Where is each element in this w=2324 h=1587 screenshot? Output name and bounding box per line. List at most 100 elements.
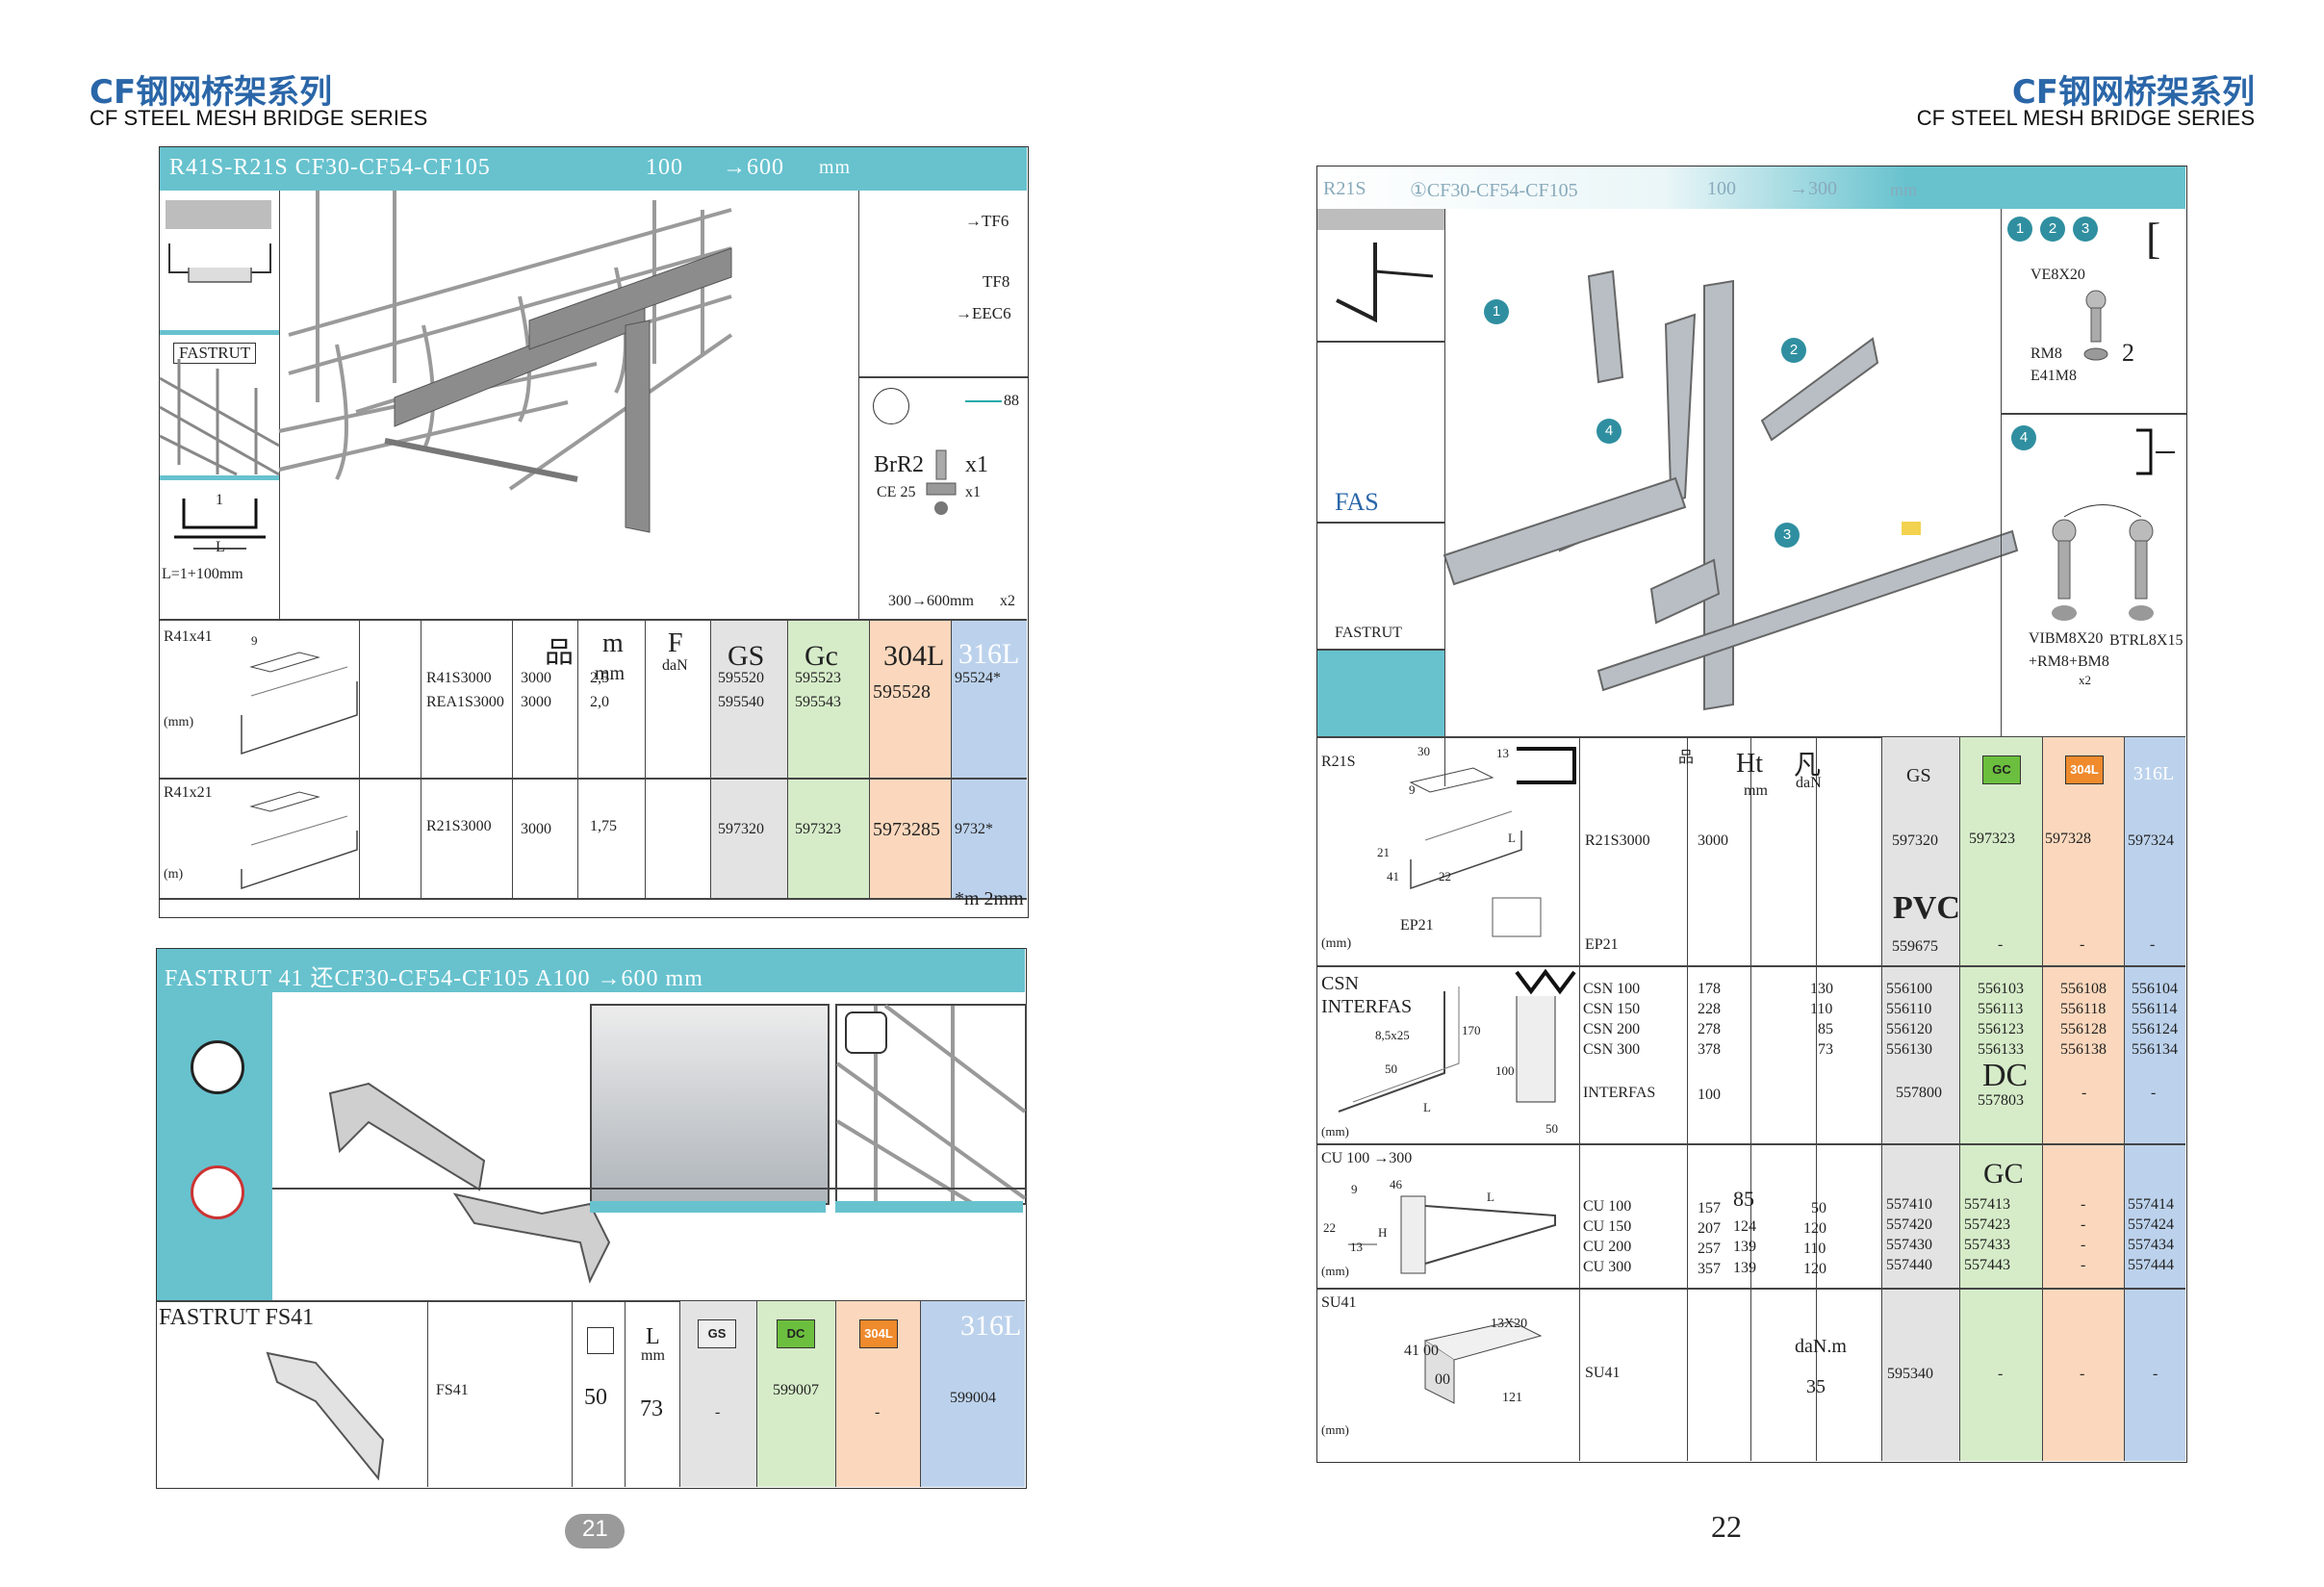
cu-304-val: - xyxy=(2081,1257,2086,1273)
csn-gs-val: 556130 xyxy=(1886,1041,1932,1058)
eec6: →EEC6 xyxy=(956,304,1011,322)
csn-304-val: 556138 xyxy=(2060,1041,2107,1058)
row1-gc1: 595523 xyxy=(795,670,841,686)
p22-title-bar xyxy=(1317,166,2185,209)
fastrut-clip-drawing-b xyxy=(452,1192,611,1284)
callout-col-1: 1 xyxy=(2007,217,2032,242)
tool-icon xyxy=(873,388,909,424)
r21s-d22: 22 xyxy=(1439,869,1451,883)
su-val: 35 xyxy=(1806,1376,1826,1397)
r21s-d21: 21 xyxy=(1377,845,1390,859)
su-d00: 00 xyxy=(1435,1371,1450,1388)
r21s-pvc: PVC xyxy=(1893,890,1960,926)
p22-bar-unit: mm xyxy=(1890,180,1918,199)
csn-316-val: 556124 xyxy=(2132,1021,2178,1037)
csn-304-val: 556108 xyxy=(2060,981,2107,997)
row1-label: R41x41 xyxy=(164,628,213,645)
left-brand-en: CF STEEL MESH BRIDGE SERIES xyxy=(89,106,428,130)
cu-gc-val: 557413 xyxy=(1964,1196,2010,1213)
csn-304-val: 556128 xyxy=(2060,1021,2107,1037)
csn-316-val: 556134 xyxy=(2132,1041,2178,1058)
bolt-set-icon xyxy=(2052,504,2154,621)
hdr-gc: Gc xyxy=(804,640,838,672)
row2-ref: R21S3000 xyxy=(426,818,492,834)
callout-2: 2 xyxy=(1781,338,1806,363)
callout-3: 3 xyxy=(1775,523,1800,548)
r21s-l: L xyxy=(1508,831,1516,845)
csn-gc-val: 557803 xyxy=(1978,1092,2024,1109)
cable-tray-illustration xyxy=(278,191,733,533)
hdr-dan: daN xyxy=(1796,775,1822,791)
hdr-gs: GS xyxy=(1906,765,1931,786)
cu-316-val: 557434 xyxy=(2128,1237,2174,1253)
csn-gc-val: 556103 xyxy=(1978,981,2024,997)
tf8: TF8 xyxy=(983,272,1010,291)
callout-4: 4 xyxy=(1596,419,1622,444)
bracket-glyph: [ xyxy=(2146,214,2161,263)
row1-ref1: R41S3000 xyxy=(426,670,492,686)
worker-icon xyxy=(191,1040,244,1094)
cu-gc-val: 557433 xyxy=(1964,1237,2010,1253)
304l-badge: 304L xyxy=(859,1319,898,1348)
r21s-gc: 597323 xyxy=(1969,831,2015,847)
p21-bar-title: R41S-R21S CF30-CF54-CF105 xyxy=(169,155,491,180)
row1-len1: 3000 xyxy=(521,670,551,686)
hdr-pin: 品 xyxy=(1678,750,1695,766)
r21s-ref: R21S3000 xyxy=(1585,832,1650,849)
su-d121: 121 xyxy=(1502,1391,1522,1405)
ce25-qty: x1 xyxy=(965,484,981,500)
cu-l: L xyxy=(1487,1190,1494,1204)
fs41-mm: mm xyxy=(641,1347,665,1364)
cu-ht: 139 xyxy=(1733,1239,1756,1255)
row2-mm: (m) xyxy=(164,867,184,882)
cu-d13: 13 xyxy=(1350,1240,1363,1254)
su-gc: - xyxy=(1998,1366,2004,1382)
page-21-badge xyxy=(565,1514,625,1549)
fastrut-clip-drawing-a xyxy=(328,1082,486,1191)
range-300-600: 300→600mm xyxy=(888,593,974,609)
right-brand-en: CF STEEL MESH BRIDGE SERIES xyxy=(1916,106,2255,130)
csn-gs-val: 556110 xyxy=(1886,1001,1932,1017)
hdr-mm: mm xyxy=(595,663,626,684)
csn-gs-val: 557800 xyxy=(1896,1085,1942,1101)
p21-fastrut-panel: FASTRUT 41 还CF30-CF54-CF105 A100 →600 mm… xyxy=(156,948,1027,1489)
row2-m: 1,75 xyxy=(590,818,617,834)
p21-bar-unit: mm xyxy=(819,157,852,178)
cu-316-val: 557424 xyxy=(2128,1216,2174,1233)
channel-section-icon xyxy=(174,499,266,550)
su-304: - xyxy=(2080,1366,2085,1382)
fs41-ref: FS41 xyxy=(436,1382,469,1398)
row1-316l: 95524* xyxy=(955,670,1001,686)
cu-ht: 139 xyxy=(1733,1260,1756,1276)
fs41-drawing xyxy=(266,1351,385,1481)
gs-badge: GS xyxy=(698,1319,736,1348)
dc-badge: DC xyxy=(777,1319,815,1348)
mesh-detail-icon xyxy=(159,359,280,476)
p21-top-panel: R41S-R21S CF30-CF54-CF105 100 →600 mm FA… xyxy=(159,146,1029,918)
su-label: SU41 xyxy=(1321,1294,1357,1311)
su-316: - xyxy=(2153,1366,2158,1382)
hdr-316l: 316L xyxy=(2133,763,2175,784)
csn-ht: 85 xyxy=(1818,1021,1833,1037)
row2-label: R41x21 xyxy=(164,784,213,801)
page-21-number: 21 xyxy=(582,1516,608,1542)
row1-m2: 2,0 xyxy=(590,694,609,710)
fastrut-icon-strip xyxy=(157,992,272,1300)
cu-f: 120 xyxy=(1803,1220,1826,1237)
cu-gs-val: 557410 xyxy=(1886,1196,1932,1213)
cu-drawing xyxy=(1348,1195,1556,1274)
cu-304-val: - xyxy=(2081,1216,2086,1233)
r21s-len: 3000 xyxy=(1698,832,1728,849)
fs41-dc: 599007 xyxy=(773,1382,819,1398)
cu-len: 157 xyxy=(1698,1200,1721,1216)
csn-len: 178 xyxy=(1698,981,1721,997)
cu-len: 257 xyxy=(1698,1241,1721,1257)
fs41-qty: 50 xyxy=(584,1385,607,1410)
r41-profile-drawing xyxy=(241,652,358,755)
csn-316-val: 556114 xyxy=(2132,1001,2178,1017)
p22-bar-a: 100 xyxy=(1707,178,1736,199)
brr2-qty: x1 xyxy=(965,452,988,477)
no-tool-icon xyxy=(191,1165,244,1219)
row1-gs2: 595540 xyxy=(718,694,764,710)
hdr-316l: 316L xyxy=(958,638,1020,670)
